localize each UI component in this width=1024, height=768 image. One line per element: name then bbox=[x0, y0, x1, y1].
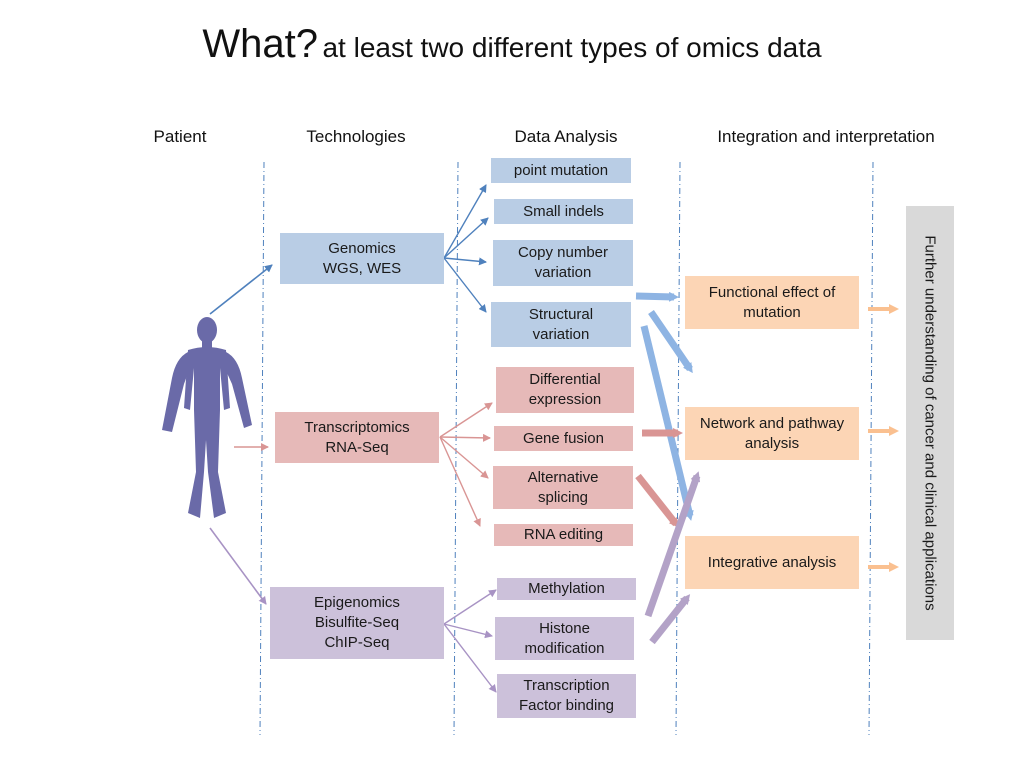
node-integrative-analysis: Integrative analysis bbox=[685, 536, 859, 589]
integration-arrows bbox=[635, 291, 899, 645]
divider-3 bbox=[675, 161, 681, 736]
thick-arrow-structural-integrative bbox=[640, 325, 694, 521]
edge-patient-epigenomics bbox=[209, 527, 267, 605]
node-differential-expression: Differential expression bbox=[496, 367, 634, 413]
column-header-data-analysis: Data Analysis bbox=[514, 127, 618, 146]
node-small-indels: Small indels bbox=[494, 199, 633, 224]
node-rna-editing: RNA editing bbox=[494, 524, 633, 546]
divider-4 bbox=[868, 161, 874, 736]
node-alternative-splicing: Alternative splicing bbox=[493, 466, 633, 509]
edge-patient-genomics bbox=[209, 264, 273, 315]
node-methylation: Methylation bbox=[497, 578, 636, 600]
epigenomics-fan bbox=[443, 589, 497, 693]
node-outcome: Further understanding of cancer and clin… bbox=[906, 206, 954, 640]
edge-transcriptomics-alt-splicing bbox=[439, 436, 489, 479]
genomics-fan bbox=[443, 184, 489, 313]
node-structural-variation: Structural variation bbox=[491, 302, 631, 347]
figure-left-arm bbox=[162, 352, 192, 432]
transcriptomics-fan bbox=[439, 402, 493, 527]
thick-arrow-histone-integrative bbox=[649, 594, 691, 645]
divider-2 bbox=[453, 161, 459, 736]
edge-transcriptomics-differential bbox=[439, 402, 493, 438]
node-copy-number-variation: Copy number variation bbox=[493, 240, 633, 286]
outcome-label: Further understanding of cancer and clin… bbox=[921, 235, 939, 611]
divider-1 bbox=[259, 161, 265, 736]
figure-body bbox=[184, 347, 230, 518]
edge-genomics-copy-number bbox=[443, 257, 487, 266]
column-header-technologies: Technologies bbox=[306, 127, 406, 146]
edge-epigenomics-tf-binding bbox=[443, 623, 497, 693]
edge-genomics-point-mutation bbox=[443, 184, 487, 259]
edge-transcriptomics-gene-fusion bbox=[439, 433, 491, 442]
page-title: What? at least two different types of om… bbox=[0, 22, 1024, 67]
column-header-integration: Integration and interpretation bbox=[717, 127, 935, 146]
node-network-pathway: Network and pathway analysis bbox=[685, 407, 859, 460]
edge-genomics-small-indels bbox=[443, 217, 489, 259]
node-histone-modification: Histone modification bbox=[495, 617, 634, 660]
thick-arrow-methylation-network bbox=[644, 471, 701, 618]
title-subtitle: at least two different types of omics da… bbox=[322, 32, 822, 63]
node-functional-effect: Functional effect of mutation bbox=[685, 276, 859, 329]
thick-arrow-structural-functional bbox=[635, 291, 679, 302]
human-figure-icon bbox=[162, 317, 252, 518]
node-epigenomics: Epigenomics Bisulfite-Seq ChIP-Seq bbox=[270, 587, 444, 659]
edge-epigenomics-histone bbox=[443, 623, 493, 639]
node-transcription-factor-binding: Transcription Factor binding bbox=[497, 674, 636, 718]
node-transcriptomics: Transcriptomics RNA-Seq bbox=[275, 412, 439, 463]
figure-right-arm bbox=[222, 352, 252, 428]
node-point-mutation: point mutation bbox=[491, 158, 631, 183]
title-main: What? bbox=[202, 22, 319, 66]
column-header-patient: Patient bbox=[153, 127, 207, 146]
edge-transcriptomics-rna-editing bbox=[439, 436, 481, 527]
figure-head bbox=[197, 317, 217, 343]
figure-neck bbox=[202, 341, 212, 350]
thick-arrow-structural-network bbox=[648, 310, 693, 374]
node-genomics: Genomics WGS, WES bbox=[280, 233, 444, 284]
edge-epigenomics-methylation bbox=[443, 589, 497, 625]
node-gene-fusion: Gene fusion bbox=[494, 426, 633, 451]
thick-arrow-splicing-integrative bbox=[635, 473, 680, 528]
edge-genomics-structural bbox=[443, 257, 487, 313]
